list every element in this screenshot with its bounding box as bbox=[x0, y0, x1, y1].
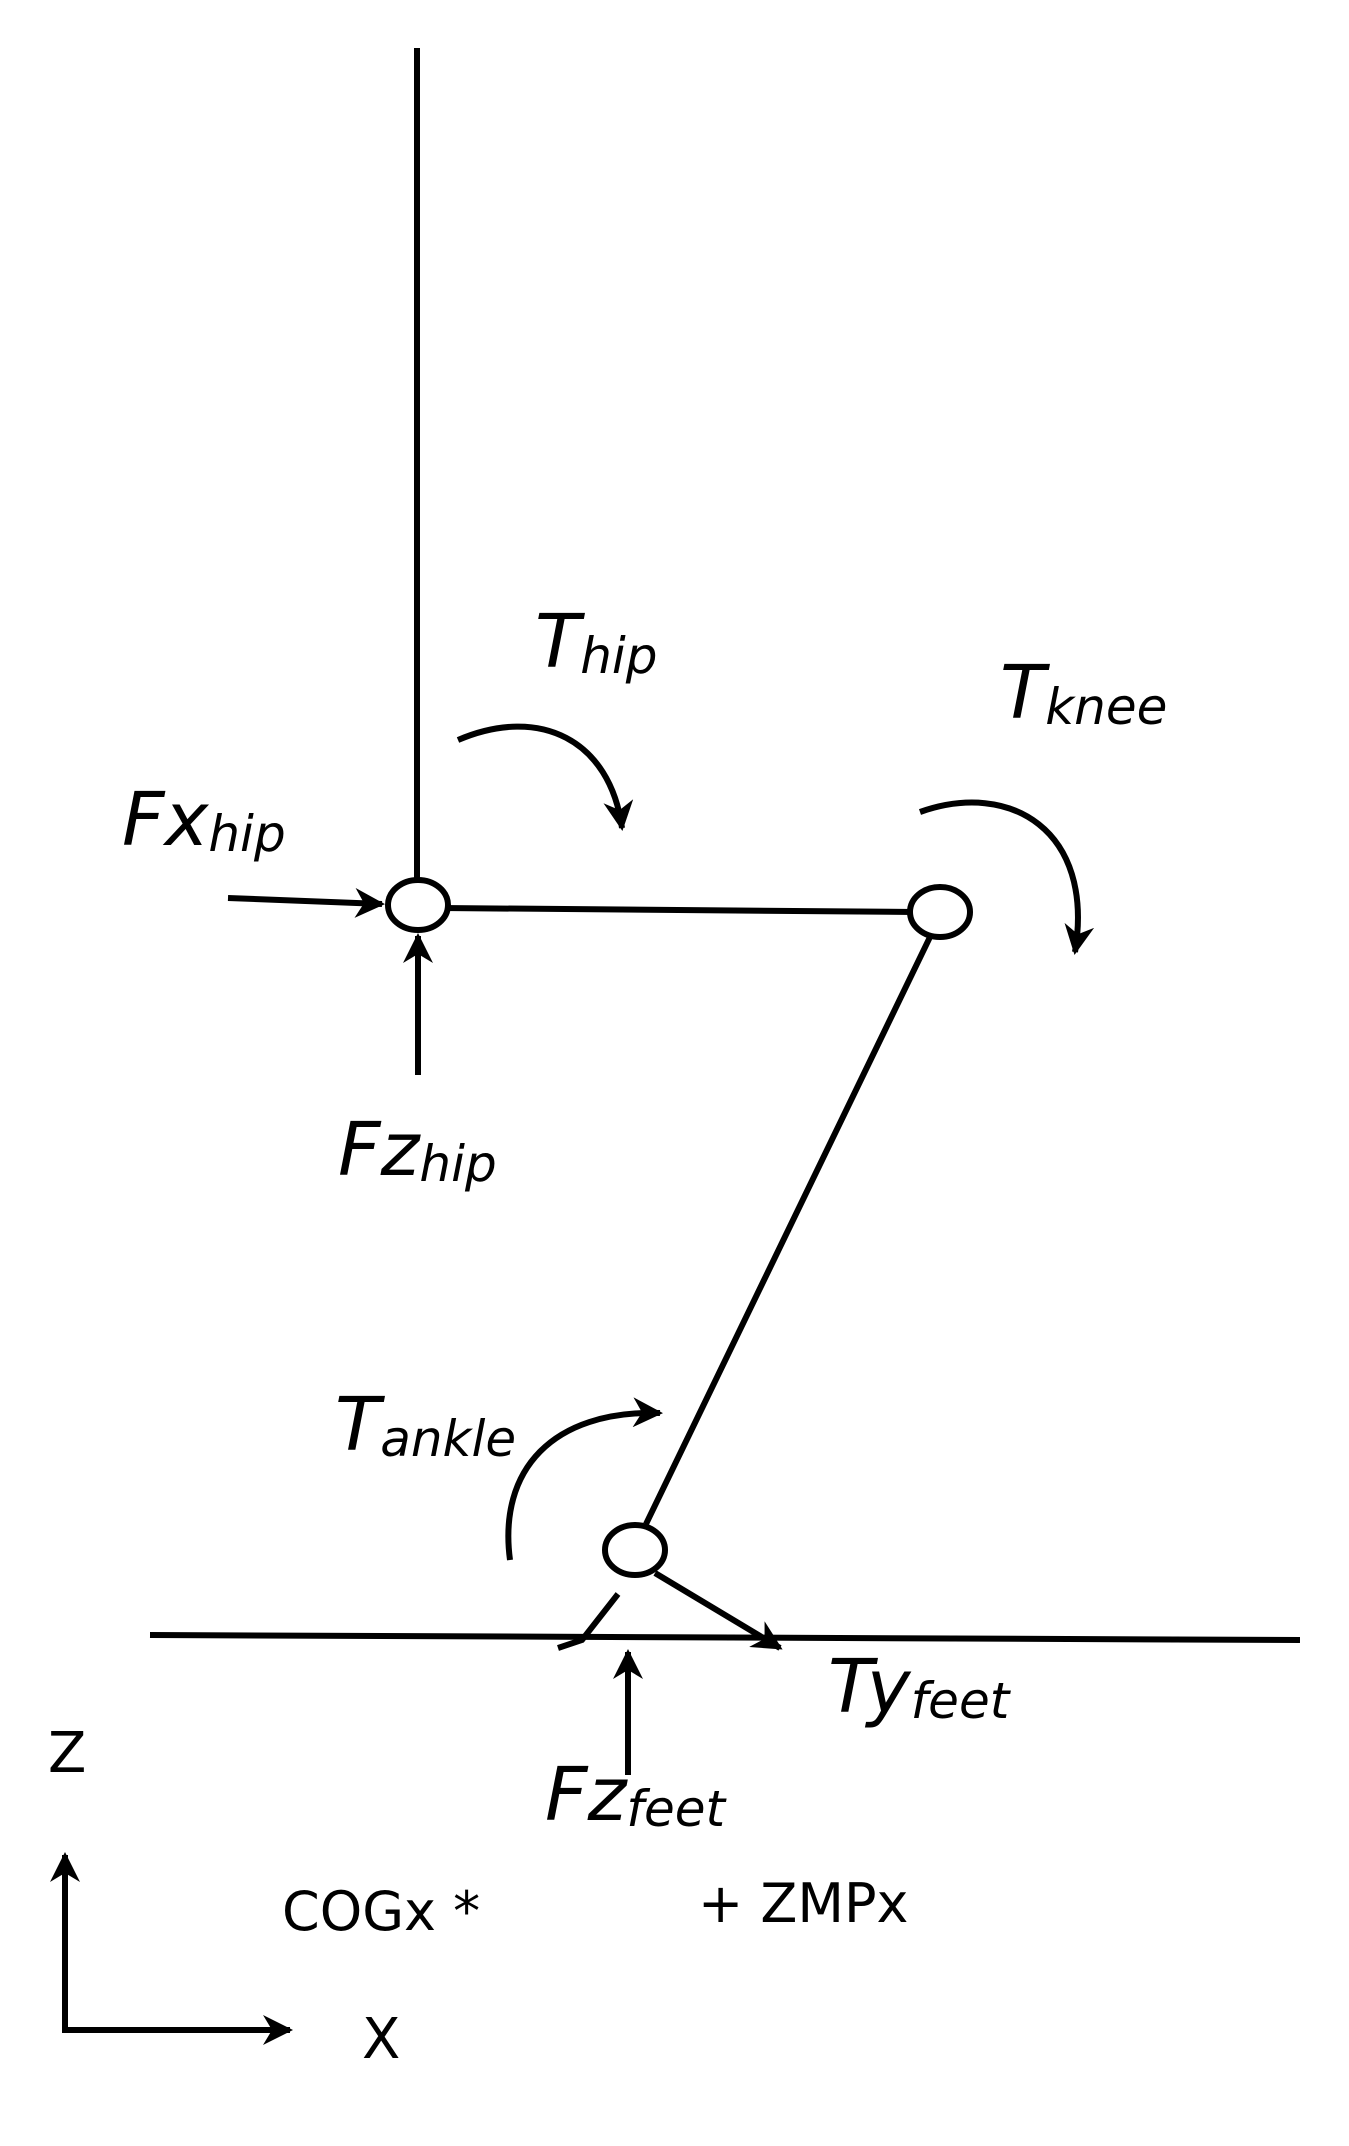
t-hip-sub: hip bbox=[580, 627, 657, 685]
fx-hip-label: Fxhip bbox=[122, 777, 286, 863]
shank-link bbox=[643, 935, 933, 1526]
fx-hip-arrow bbox=[227, 887, 385, 918]
t-ankle-moment-arrow bbox=[505, 1397, 663, 1561]
x-axis-label: X bbox=[362, 2007, 400, 2072]
zmp-x-marker: + ZMPx bbox=[698, 1872, 909, 1935]
fz-feet-sub: feet bbox=[626, 1780, 727, 1838]
t-ankle-label: Tankle bbox=[335, 1382, 516, 1468]
fx-hip-main: Fx bbox=[122, 777, 210, 863]
fz-feet-main: Fz bbox=[545, 1752, 629, 1838]
cog-x-marker: COGx * bbox=[282, 1880, 480, 1943]
ground-line bbox=[149, 1632, 1301, 1643]
ty-feet-sub: feet bbox=[911, 1672, 1012, 1730]
t-hip-main: T bbox=[535, 599, 586, 685]
ankle-joint bbox=[602, 1522, 668, 1578]
knee-joint bbox=[907, 884, 973, 940]
ty-feet-arrow bbox=[653, 1570, 783, 1651]
t-hip-label: Thip bbox=[535, 599, 658, 685]
foot-support bbox=[557, 1592, 621, 1651]
fz-feet-label: Fzfeet bbox=[545, 1752, 728, 1838]
z-axis-label: Z bbox=[48, 1721, 86, 1786]
ty-feet-main: Ty bbox=[828, 1644, 912, 1730]
t-ankle-sub: ankle bbox=[380, 1410, 516, 1468]
t-knee-label: Tknee bbox=[1000, 650, 1167, 736]
t-knee-sub: knee bbox=[1045, 678, 1167, 736]
hip-joint bbox=[385, 877, 451, 933]
t-knee-main: T bbox=[1000, 650, 1051, 736]
ty-feet-label: Tyfeet bbox=[828, 1644, 1012, 1730]
t-ankle-main: T bbox=[335, 1382, 386, 1468]
thigh-link bbox=[441, 905, 916, 915]
t-hip-moment-arrow bbox=[456, 723, 634, 831]
fx-hip-sub: hip bbox=[208, 805, 285, 863]
fz-hip-label: Fzhip bbox=[338, 1107, 497, 1193]
fz-hip-sub: hip bbox=[419, 1135, 496, 1193]
fz-hip-main: Fz bbox=[338, 1107, 422, 1193]
t-knee-moment-arrow bbox=[918, 799, 1095, 955]
